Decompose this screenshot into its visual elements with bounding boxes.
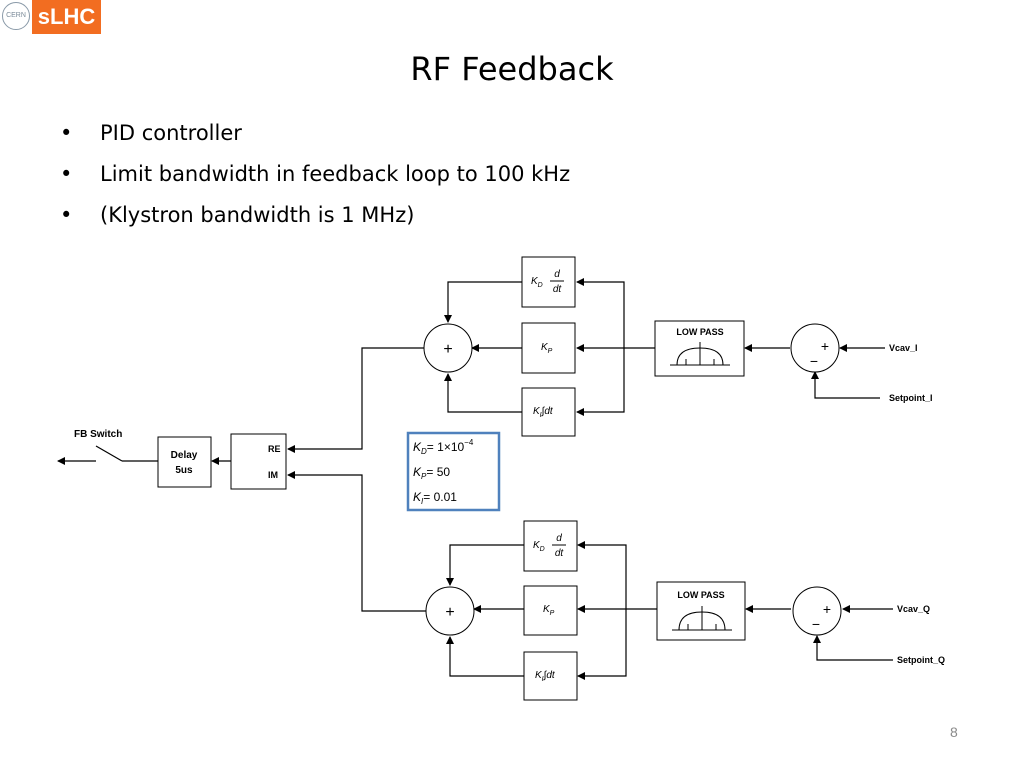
summer-i-plus: + bbox=[443, 341, 452, 358]
vcav-q-label: Vcav_Q bbox=[897, 604, 930, 614]
lowpass-i-label: LOW PASS bbox=[676, 327, 723, 337]
ki-to-sum-q bbox=[446, 636, 524, 677]
params-box bbox=[406, 431, 501, 512]
error-i-minus: − bbox=[810, 353, 818, 369]
sum-to-im bbox=[287, 471, 426, 612]
param-ki: KI= 0.01 bbox=[413, 490, 457, 506]
lowpass-filter-icon bbox=[670, 342, 730, 366]
kd-block-q bbox=[523, 520, 578, 572]
im-label: IM bbox=[268, 470, 278, 480]
slhc-logo-text: sLHC bbox=[32, 0, 101, 34]
kp-i-label: KP bbox=[541, 342, 553, 355]
bullet-icon: • bbox=[60, 203, 73, 227]
delay-value: 5us bbox=[175, 465, 193, 476]
reim-block bbox=[230, 433, 287, 490]
ki-i-label: KI∫dt bbox=[533, 406, 554, 419]
branch-ki-i bbox=[576, 348, 625, 416]
slide-title: RF Feedback bbox=[410, 50, 614, 88]
bullet-icon: • bbox=[60, 162, 73, 186]
ki-q-label: KI∫dt bbox=[535, 670, 556, 683]
bullet-item: •PID controller bbox=[60, 118, 570, 159]
kd-to-sum-q bbox=[446, 544, 524, 586]
kd-i-den: dt bbox=[553, 284, 563, 295]
setpoint-i-arrow bbox=[811, 371, 880, 399]
kd-q-den: dt bbox=[555, 548, 565, 559]
lowpass-filter-icon bbox=[672, 606, 732, 631]
summer-q bbox=[425, 586, 475, 636]
setpoint-q-arrow bbox=[813, 635, 893, 661]
kd-block-i bbox=[521, 256, 576, 308]
fb-switch-blade bbox=[95, 445, 123, 462]
error-i-plus: + bbox=[821, 338, 829, 354]
vcav-i-label: Vcav_I bbox=[889, 343, 918, 353]
kp-q-label: KP bbox=[543, 604, 555, 617]
kp-block-i bbox=[521, 322, 576, 374]
sum-to-re bbox=[287, 347, 424, 453]
setpoint-q-label: Setpoint_Q bbox=[897, 655, 945, 665]
kd-q-num: d bbox=[556, 533, 562, 544]
error-summer-i bbox=[790, 323, 840, 373]
branch-ki-q bbox=[577, 609, 627, 680]
ki-block-q bbox=[523, 651, 578, 701]
param-kp: KP= 50 bbox=[413, 465, 450, 481]
slhc-logo: CERN sLHC bbox=[0, 0, 101, 34]
kd-to-sum-i bbox=[444, 281, 522, 323]
bullet-icon: • bbox=[60, 121, 73, 145]
cern-logo-icon: CERN bbox=[2, 2, 30, 30]
bullet-list: •PID controller •Limit bandwidth in feed… bbox=[60, 118, 570, 241]
summer-i bbox=[423, 323, 473, 373]
setpoint-i-label: Setpoint_I bbox=[889, 393, 933, 403]
kd-i-num: d bbox=[554, 269, 560, 280]
summer-q-plus: + bbox=[445, 604, 454, 621]
page-number: 8 bbox=[950, 724, 958, 740]
delay-label: Delay bbox=[171, 450, 198, 461]
param-kd: KD= 1×10−4 bbox=[413, 438, 474, 456]
fb-switch-label: FB Switch bbox=[74, 429, 122, 440]
delay-block bbox=[157, 436, 212, 488]
bullet-item: •(Klystron bandwidth is 1 MHz) bbox=[60, 200, 570, 241]
error-q-minus: − bbox=[812, 616, 820, 632]
branch-kd-i bbox=[576, 278, 625, 348]
error-q-plus: + bbox=[823, 601, 831, 617]
bullet-item: •Limit bandwidth in feedback loop to 100… bbox=[60, 159, 570, 200]
error-summer-q bbox=[792, 586, 842, 636]
ki-to-sum-i bbox=[444, 373, 522, 413]
lowpass-q-label: LOW PASS bbox=[677, 590, 724, 600]
kd-i-label: KD bbox=[531, 276, 543, 289]
ki-block-i bbox=[521, 387, 576, 437]
branch-kd-q bbox=[577, 541, 627, 609]
kd-q-label: KD bbox=[533, 540, 545, 553]
re-label: RE bbox=[268, 444, 281, 454]
kp-block-q bbox=[523, 585, 578, 636]
